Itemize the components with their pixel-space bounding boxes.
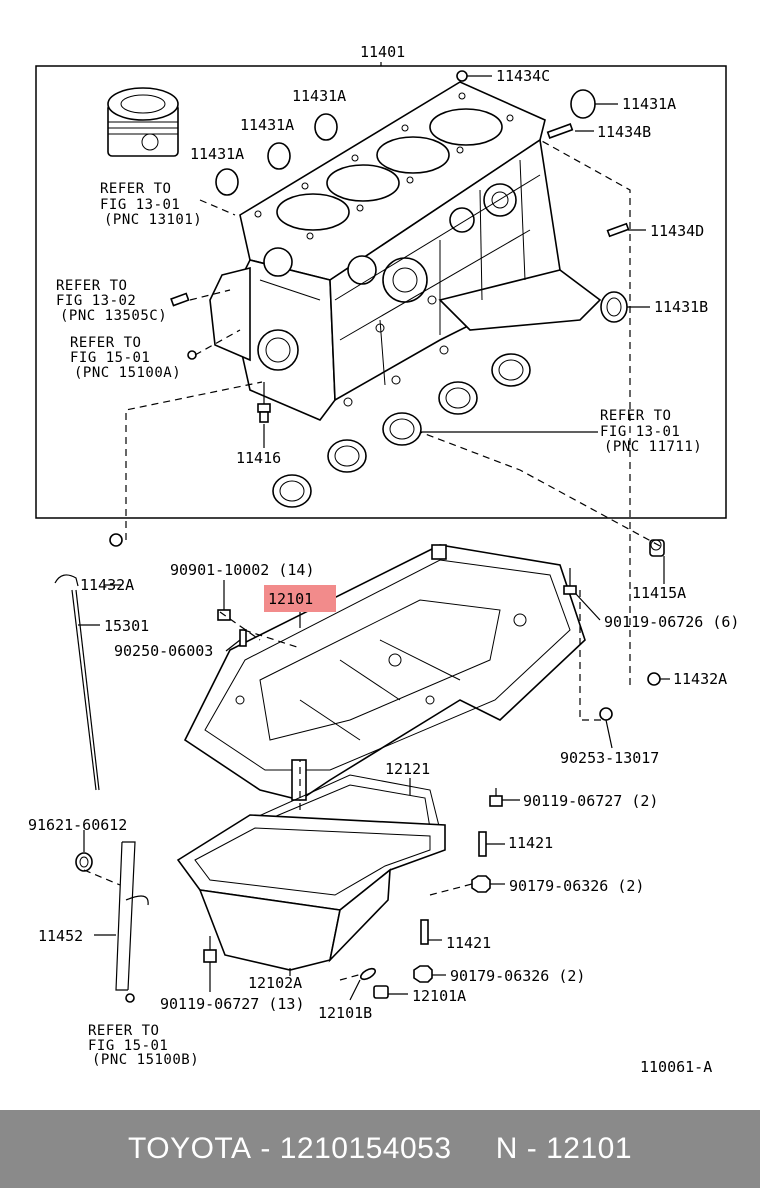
footer-pnc: 12101	[546, 1132, 633, 1165]
oil-pan-12102A-drawing	[176, 814, 446, 971]
bolt-11416	[257, 382, 271, 423]
oil-pan-12101-drawing	[183, 544, 586, 801]
pin-11434B	[546, 123, 574, 139]
refer-note-15100A-line1: REFER TO	[70, 335, 141, 351]
label-11421: 11421	[446, 934, 491, 952]
label-11434B: 11434B	[597, 123, 651, 141]
label-11431A: 11431A	[622, 95, 676, 113]
main-bearings	[272, 353, 531, 508]
refer-note-15100A-line3: (PNC 15100A)	[74, 365, 181, 381]
refer-note-13101-line1: REFER TO	[100, 181, 171, 197]
refer-note-11711-line3: (PNC 11711)	[604, 439, 702, 455]
refer-note-15100A-line2: FIG 15-01	[70, 350, 150, 366]
o-ring-91621	[75, 852, 93, 872]
bolt-90119-06727-2	[489, 788, 503, 807]
label-11434D: 11434D	[650, 222, 704, 240]
leader-lines	[78, 75, 670, 1001]
stud-11421-lower	[420, 919, 429, 945]
plug-90253-13017	[599, 707, 613, 721]
refer-note-11711-line2: FIG 13-01	[600, 424, 680, 440]
label-110061-A: 110061-A	[640, 1058, 712, 1076]
expansion-plug-11431B	[600, 291, 628, 323]
nut-90179-upper	[471, 875, 491, 893]
plug-11415A	[649, 539, 665, 557]
part-labels: 11401 11434C 11431A 11431A 11431A 11431A…	[28, 43, 739, 1076]
nut-90179-lower	[413, 965, 433, 983]
dowel-11432A-lower	[647, 672, 661, 686]
refer-note-15100B-line1: REFER TO	[88, 1023, 159, 1039]
pin-90250-06003	[239, 629, 247, 647]
cylinder-block-drawing	[209, 81, 602, 421]
dowel-11432A-upper	[109, 533, 123, 547]
label-90119-06726: 90119-06726 (6)	[604, 613, 739, 631]
label-12101B: 12101B	[318, 1004, 372, 1022]
label-90179-06326: 90179-06326 (2)	[450, 967, 585, 985]
refer-note-13101-line2: FIG 13-01	[100, 197, 180, 213]
label-12101A: 12101A	[412, 987, 466, 1005]
refer-note-13505C-line2: FIG 13-02	[56, 293, 136, 309]
label-11431A: 11431A	[190, 145, 244, 163]
bolt-90119-06727-13	[203, 936, 217, 963]
label-11432A: 11432A	[673, 670, 727, 688]
footer-pnc-prefix: N	[495, 1132, 518, 1165]
refer-note-15100B-line3: (PNC 15100B)	[92, 1052, 199, 1068]
refer-note-13505C-line3: (PNC 13505C)	[60, 308, 167, 324]
bolt-90119-06726	[563, 568, 577, 595]
piston-drawing	[107, 87, 179, 157]
part-highlight-box	[264, 585, 336, 612]
label-11452: 11452	[38, 927, 83, 945]
refer-note-13505C-line1: REFER TO	[56, 278, 127, 294]
parts-diagram: 11401 11434C 11431A 11431A 11431A 11431A…	[28, 43, 739, 1076]
label-90253-13017: 90253-13017	[560, 749, 659, 767]
label-12101: 12101	[268, 590, 313, 608]
gasket-12101B	[359, 967, 377, 981]
reference-notes: REFER TO FIG 13-01 (PNC 13101) REFER TO …	[56, 181, 702, 1068]
dashed-leaders	[83, 139, 661, 981]
label-11401: 11401	[360, 43, 405, 61]
stud-11421-upper	[478, 831, 487, 857]
label-11432A: 11432A	[80, 576, 134, 594]
label-11431B: 11431B	[654, 298, 708, 316]
drain-plug-12101A	[373, 985, 389, 999]
refer-note-15100B-line2: FIG 15-01	[88, 1038, 168, 1054]
label-91621-60612: 91621-60612	[28, 816, 127, 834]
label-12121: 12121	[385, 760, 430, 778]
label-15301: 15301	[104, 617, 149, 635]
part-info-footer: TOYOTA - 1210154053 N - 12101	[0, 1110, 760, 1188]
label-11415A: 11415A	[632, 584, 686, 602]
label-90179-06326: 90179-06326 (2)	[509, 877, 644, 895]
label-90250-06003: 90250-06003	[114, 642, 213, 660]
refer-note-13101-line3: (PNC 13101)	[104, 212, 202, 228]
plug-11434C	[456, 70, 468, 82]
footer-part-number: 1210154053	[279, 1132, 452, 1165]
refer-note-11711-line1: REFER TO	[600, 408, 671, 424]
label-90119-06727-13: 90119-06727 (13)	[160, 995, 305, 1013]
footer-brand: TOYOTA	[127, 1132, 252, 1165]
label-11431A: 11431A	[240, 116, 294, 134]
label-11431A: 11431A	[292, 87, 346, 105]
pin-11434D	[606, 222, 630, 238]
label-11421: 11421	[508, 834, 553, 852]
label-11416: 11416	[236, 449, 281, 467]
dipstick-guide-11452	[115, 841, 149, 991]
label-11434C: 11434C	[496, 67, 550, 85]
label-90119-06727-2: 90119-06727 (2)	[523, 792, 658, 810]
label-90901-10002: 90901-10002 (14)	[170, 561, 315, 579]
oil-dipstick-15301	[54, 574, 100, 791]
label-12102A: 12102A	[248, 974, 302, 992]
